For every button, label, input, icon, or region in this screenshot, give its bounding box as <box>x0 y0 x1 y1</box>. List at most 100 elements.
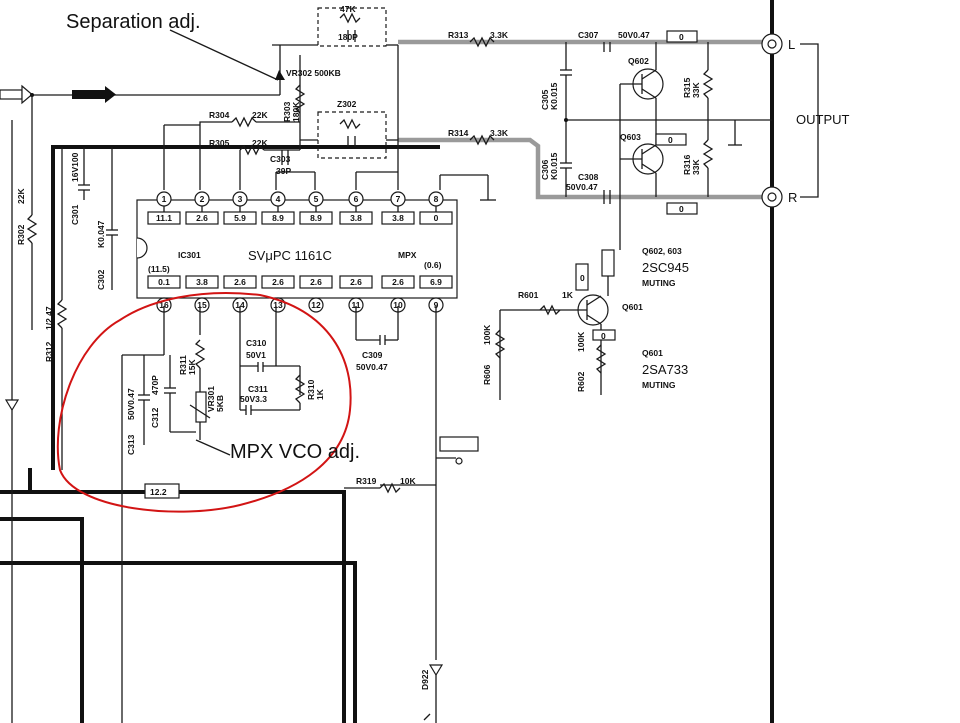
c307-box-value: 0 <box>679 32 684 42</box>
ic-bottom-pin-number: 16 <box>159 300 169 310</box>
ic-note-left: (11.5) <box>148 264 170 274</box>
c312-value: 470P <box>150 375 160 395</box>
ic-bottom-pin: 3.815 <box>185 275 219 313</box>
ic-top-pin-voltage: 11.1 <box>156 213 172 223</box>
vco-circuit <box>121 306 463 723</box>
r316-value: 33K <box>691 159 701 175</box>
ic-bottom-pin: 2.6 11 <box>339 275 373 313</box>
q601-label: Q601 <box>622 302 643 312</box>
r319-label: R319 <box>356 476 377 486</box>
ic-name: SVμPC 1161C <box>248 248 332 263</box>
q601-box-b-value: 0 <box>580 273 585 283</box>
output-right-label: R <box>788 190 797 205</box>
ic-top-pin-voltage: 8.9 <box>272 213 284 223</box>
vertical-labels: R303 180K C305 K0.015 C306 K0.015 R315 3… <box>16 77 701 690</box>
q603-box-value: 0 <box>668 135 673 145</box>
r303-value: 180K <box>291 101 301 122</box>
output-left-label: L <box>788 37 795 52</box>
q602-label: Q602 <box>628 56 649 66</box>
r313-value: 3.3K <box>490 30 509 40</box>
z301-cap: 180P <box>338 32 358 42</box>
ic-bottom-pin-number: 15 <box>197 300 207 310</box>
c305-value: K0.015 <box>549 82 559 110</box>
q603-label: Q603 <box>620 132 641 142</box>
c302-value: K0.047 <box>96 220 106 248</box>
ic-bottom-pin: 6.99 <box>419 275 453 313</box>
c305-label: C305 <box>540 89 550 110</box>
left-components <box>4 147 118 470</box>
c310-value: 50V1 <box>246 350 266 360</box>
r316-label: R316 <box>682 154 692 175</box>
c301-label: C301 <box>70 204 80 225</box>
ic-top-pin: 63.8 <box>339 191 373 225</box>
r315-value: 33K <box>691 82 701 98</box>
c310-label: C310 <box>246 338 267 348</box>
r314-label: R314 <box>448 128 469 138</box>
r602-label: R602 <box>576 371 586 392</box>
ic-ref: IC301 <box>178 250 201 260</box>
ic-bottom-pin: 2.610 <box>381 275 415 313</box>
ic-bottom-pin: 2.612 <box>299 275 333 313</box>
ic-top-pin: 73.8 <box>381 191 415 225</box>
c303-label: C303 <box>270 154 291 164</box>
ic-top-pin-number: 5 <box>314 194 319 204</box>
ic-note-right: (0.6) <box>424 260 442 270</box>
q602-603-func: MUTING <box>642 278 676 288</box>
ic-top-pin: 22.6 <box>185 191 219 225</box>
ic-top-pin: 48.9 <box>261 191 295 225</box>
r313-label: R313 <box>448 30 469 40</box>
r602-value: 100K <box>576 331 586 352</box>
ic-top-pin-voltage: 8.9 <box>310 213 322 223</box>
ic-top-pin-number: 6 <box>354 194 359 204</box>
c309-value: 50V0.47 <box>356 362 388 372</box>
c311-value: 50V3.3 <box>240 394 267 404</box>
voltage-boxes <box>144 30 698 499</box>
input-arrows <box>0 84 280 723</box>
q601-title: Q601 <box>642 348 663 358</box>
vr301-value: 5KB <box>215 395 225 412</box>
r305-label: R305 <box>209 138 230 148</box>
r606-label: R606 <box>482 364 492 385</box>
voltage-12-2: 12.2 <box>150 487 167 497</box>
ic-bottom-pin-number: 11 <box>352 300 361 310</box>
r601-label: R601 <box>518 290 539 300</box>
ic-bottom-pin: 2.614 <box>223 275 257 313</box>
ic-top-pin-number: 7 <box>396 194 401 204</box>
ic-top-pin-number: 8 <box>434 194 439 204</box>
labels: Separation adj. MPX VCO adj. SVμPC 1161C… <box>66 4 850 497</box>
r-out-box-value: 0 <box>679 204 684 214</box>
tp301-label: TP301 <box>444 440 469 450</box>
r311-value: 15K <box>187 359 197 375</box>
ic-bottom-pin-voltage: 2.6 <box>350 277 362 287</box>
ic-bottom-pin-voltage: 2.6 <box>310 277 322 287</box>
c308-value: 50V0.47 <box>566 182 598 192</box>
r601-value: 1K <box>562 290 574 300</box>
c311-label: C311 <box>248 384 268 394</box>
c307-label: C307 <box>578 30 599 40</box>
ic-top-pin-voltage: 2.6 <box>196 213 208 223</box>
r314-value: 3.3K <box>490 128 509 138</box>
ic-bottom-pin-number: 13 <box>273 300 283 310</box>
c306-value: K0.015 <box>549 152 559 180</box>
c303-value: 39P <box>276 166 291 176</box>
ic-mpx: MPX <box>398 250 417 260</box>
vr301-label: VR301 <box>206 386 216 412</box>
ic-top-pin-voltage: 5.9 <box>234 213 246 223</box>
c313-label: C313 <box>126 434 136 455</box>
q601-type: 2SA733 <box>642 362 688 377</box>
r319-value: 10K <box>400 476 416 486</box>
output-jacks <box>761 33 819 208</box>
ic-top-pins: 111.122.635.948.958.963.873.880 <box>147 191 453 225</box>
ic-top-pin-voltage: 3.8 <box>392 213 404 223</box>
ic-bottom-pin-voltage: 2.6 <box>272 277 284 287</box>
q601-func: MUTING <box>642 380 676 390</box>
output-stage <box>560 42 772 250</box>
c301-value: 16V100 <box>70 152 80 182</box>
c307-value: 50V0.47 <box>618 30 650 40</box>
c306-label: C306 <box>540 159 550 180</box>
z302-label: Z302 <box>337 99 357 109</box>
ic-bottom-pin-number: 9 <box>434 300 439 310</box>
separation-pointer <box>169 29 279 81</box>
vr302-label: VR302 500KB <box>286 68 341 78</box>
